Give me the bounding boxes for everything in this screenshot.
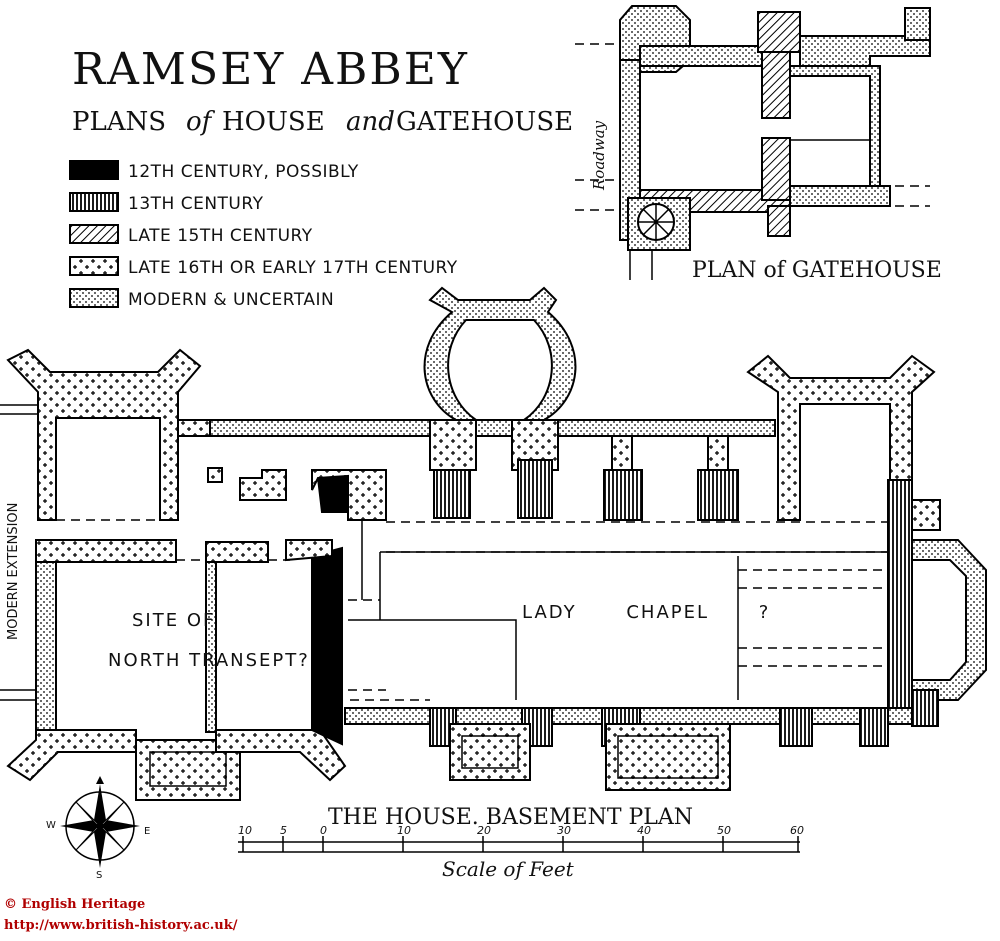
buttress-13th-3: [603, 469, 643, 521]
scale-tick-1: 5: [280, 824, 287, 837]
buttress-13th-2: [517, 459, 553, 519]
house-north-wall-west: [35, 539, 177, 563]
scale-tick-6: 40: [637, 824, 651, 837]
scale-tick-5: 30: [557, 824, 571, 837]
legend-swatch-modern: [69, 288, 119, 308]
house-west-wall: [35, 539, 57, 741]
chapel-dash-north: [386, 521, 888, 553]
twelfth-century-pier: [316, 474, 349, 513]
compass-rose: W E S: [46, 776, 150, 881]
compass-fleur: [96, 776, 104, 784]
buttress-13th-1: [433, 469, 471, 519]
roadway-label: Roadway: [590, 120, 608, 191]
compass-south: S: [96, 870, 102, 881]
scale-tick-0: 10: [238, 824, 252, 837]
subtitle-gatehouse: GATEHOUSE: [396, 107, 573, 137]
modern-extension-wall-top: [0, 404, 40, 415]
site-label-line2: NORTH TRANSEPT?: [108, 650, 310, 671]
buttress-cap-3: [611, 435, 633, 471]
scale-bar-ticks: [242, 836, 799, 852]
east-buttress-top: [911, 499, 941, 531]
house-north-wall-mid: [205, 541, 269, 563]
gatehouse-ne-tower: [757, 11, 801, 53]
transept-dash: [55, 519, 290, 690]
twelfth-century-niche: [311, 639, 327, 665]
scale-tick-7: 50: [717, 824, 731, 837]
gatehouse-caption: PLAN of GATEHOUSE: [692, 258, 942, 283]
chapel-dash-east: [738, 569, 888, 667]
modern-extension-wall-bottom: [0, 689, 40, 701]
pier-surround: [311, 469, 387, 521]
gatehouse-plan: Roadway PLAN of GATEHOUSE: [575, 5, 942, 283]
buttress-13th-4: [697, 469, 739, 521]
legend-label-13th: 13TH CENTURY: [128, 194, 264, 214]
porch-inner-2: [617, 735, 719, 779]
north-bow-window: [423, 286, 577, 421]
modern-extension-label: MODERN EXTENSION: [6, 503, 21, 640]
scale-bar-lines: [238, 841, 800, 853]
north-range-pier-w: [177, 419, 211, 437]
east-wall-13th: [887, 479, 913, 721]
subtitle-and: and: [346, 107, 395, 137]
gatehouse-east-arm: [904, 7, 931, 41]
plan-title: RAMSEY ABBEY: [72, 44, 469, 95]
nw-tower: [6, 348, 202, 521]
small-pier-1: [207, 467, 223, 483]
legend-swatch-15th: [69, 224, 119, 244]
legend: 12TH CENTURY, POSSIBLY 13TH CENTURY LATE…: [69, 160, 458, 310]
gatehouse-south-east-wall: [789, 185, 891, 207]
south-buttress-5: [859, 707, 889, 747]
legend-label-15th: LATE 15TH CENTURY: [128, 226, 313, 246]
lady-chapel-label: LADY CHAPEL ?: [522, 602, 770, 623]
gatehouse-east-dash: [880, 185, 930, 207]
east-buttress-bottom: [911, 689, 939, 727]
subtitle-house: HOUSE: [222, 107, 325, 137]
chapel-interior-lines: [348, 520, 888, 700]
sw-tower: [6, 729, 137, 782]
house-plan: MODERN EXTENSION: [0, 286, 987, 830]
compass-east: E: [144, 826, 150, 837]
plan-subtitle: PLANS of HOUSE and GATEHOUSE: [72, 107, 573, 137]
house-caption: THE HOUSE. BASEMENT PLAN: [328, 805, 693, 830]
twelfth-century-wall: [311, 546, 343, 746]
transept-inner-wall: [205, 561, 217, 733]
spiral-steps: [638, 204, 674, 240]
subtitle-of: of: [186, 107, 216, 137]
gatehouse-road-exit: [629, 250, 653, 280]
credit-url[interactable]: http://www.british-history.ac.uk/: [4, 918, 238, 933]
gatehouse-central-pier-south: [761, 137, 791, 201]
scale-tick-3: 10: [397, 824, 411, 837]
scale-bar: 10 5 0 10 20 30 40 50 60 Scale of Feet: [238, 824, 804, 881]
buttress-cap-4: [707, 435, 729, 471]
compass-west: W: [46, 820, 56, 831]
scale-tick-4: 20: [477, 824, 491, 837]
gatehouse-south-buttress: [767, 205, 791, 237]
scale-tick-8: 60: [790, 824, 804, 837]
south-buttress-4: [779, 707, 813, 747]
porch-inner-1: [461, 735, 519, 769]
small-pier-2: [239, 469, 287, 501]
east-apse: [911, 539, 987, 701]
subtitle-plans: PLANS: [72, 107, 166, 137]
credit-copyright: © English Heritage: [4, 897, 146, 912]
legend-label-16th: LATE 16TH OR EARLY 17TH CENTURY: [128, 258, 458, 278]
south-porch: [449, 723, 731, 791]
site-label-line1: SITE OF: [132, 610, 215, 631]
north-cross-wall: [285, 539, 333, 562]
south-bay-west-inner: [149, 751, 227, 787]
legend-swatch-12th: [69, 160, 119, 180]
south-bay-west: [135, 739, 241, 801]
legend-swatch-16th: [69, 256, 119, 276]
gatehouse-east-range: [789, 65, 881, 191]
scale-tick-2: 0: [320, 824, 327, 837]
bow-window-piers: [429, 419, 559, 471]
chapel-dash-west: [348, 599, 430, 701]
compass-star-diagonals: [75, 801, 125, 851]
scale-title: Scale of Feet: [442, 857, 575, 881]
legend-label-modern: MODERN & UNCERTAIN: [128, 290, 334, 310]
legend-label-12th: 12TH CENTURY, POSSIBLY: [128, 162, 359, 182]
legend-swatch-13th: [69, 192, 119, 212]
